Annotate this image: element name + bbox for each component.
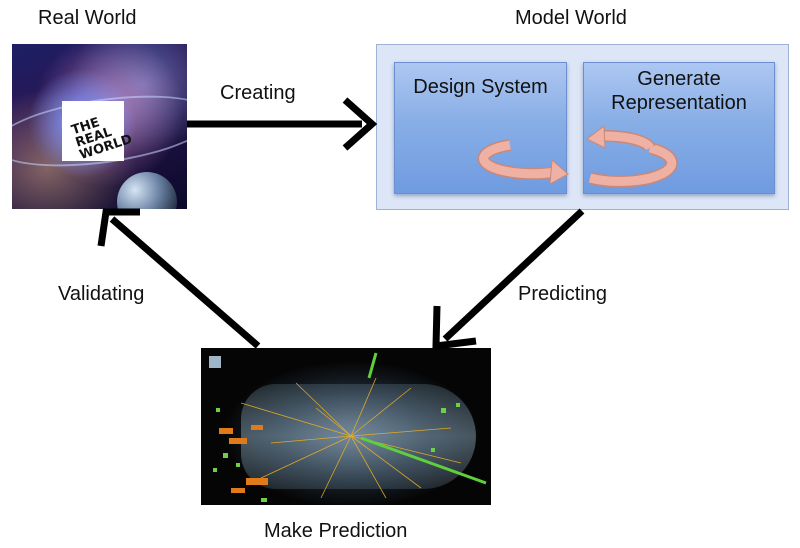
design-system-label: Design System bbox=[413, 76, 548, 98]
predicting-edge-label: Predicting bbox=[518, 283, 607, 305]
generate-representation-panel: Generate Representation bbox=[583, 62, 775, 194]
cycle-arrow-icon bbox=[477, 125, 678, 188]
real-world-title: Real World bbox=[38, 7, 137, 29]
collision-tracks bbox=[209, 352, 487, 502]
predicting-arrow bbox=[432, 208, 585, 350]
the-real-world-logo: THE REAL WORLD bbox=[62, 101, 134, 163]
generate-representation-label: Generate Representation bbox=[584, 67, 774, 115]
make-prediction-label: Make Prediction bbox=[264, 520, 408, 542]
particle-collision-image bbox=[201, 348, 491, 505]
real-world-galaxy-image: THE REAL WORLD bbox=[12, 44, 187, 209]
creating-edge-label: Creating bbox=[220, 82, 296, 104]
creating-arrow bbox=[187, 97, 378, 151]
generate-representation-line-1: Generate bbox=[637, 68, 721, 90]
generate-representation-line-2: Representation bbox=[611, 92, 747, 114]
validating-arrow bbox=[97, 208, 261, 349]
model-world-title: Model World bbox=[515, 7, 627, 29]
detector-cylinder bbox=[241, 384, 476, 489]
validating-edge-label: Validating bbox=[58, 283, 145, 305]
